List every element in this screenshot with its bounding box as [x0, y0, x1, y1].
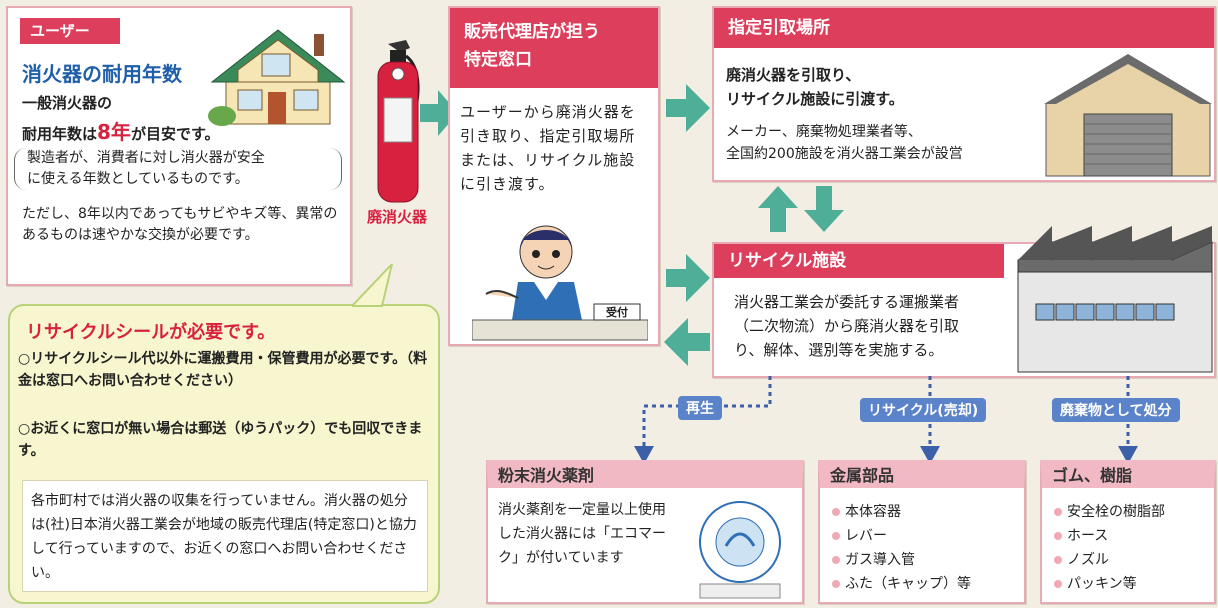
user-line2-c: が目安です。 [130, 125, 220, 143]
reuse-flow-line [634, 376, 772, 464]
reception-sign: 受付 [606, 306, 628, 319]
factory-illustration [1017, 226, 1213, 373]
designated-bold1: 廃消火器を引取り、 [726, 66, 861, 84]
designated-text1: メーカー、廃棄物処理業者等、 [726, 124, 922, 140]
clerk-illustration [472, 225, 648, 341]
seal-notice: リサイクルシールが必要です。 ○リサイクルシール代以外に運搬費用・保管費用が必要… [8, 304, 440, 604]
recycle-text3: り、解体、選別等を実施する。 [734, 341, 944, 359]
recycle-title: リサイクル施設 [714, 244, 1004, 278]
designated-title: 指定引取場所 [714, 8, 1214, 48]
recycle-text1: 消火器工業会が委託する運搬業者 [734, 293, 960, 311]
user-line2-a: 耐用年数は [22, 125, 98, 143]
user-paren-line2: に使える年数としているものです。 [27, 171, 249, 187]
seal-item2: ○お近くに窓口が無い場合は郵送（ゆうパック）でも回収できます。 [18, 421, 423, 459]
rubber-item: ノズル [1054, 550, 1109, 571]
user-label: ユーザー [20, 18, 120, 44]
recycle-text2: （二次物流）から廃消火器を引取 [734, 317, 960, 335]
user-paren-line1: 製造者が、消費者に対し消火器が安全 [27, 150, 265, 166]
warehouse-illustration [1044, 54, 1212, 177]
recycle-sale-label: リサイクル(売却) [860, 398, 987, 422]
powder-title: 粉末消火薬剤 [498, 466, 595, 485]
rubber-item: ホース [1054, 526, 1108, 547]
arrow-right-icon [420, 90, 458, 136]
dealer-title-line2: 特定窓口 [464, 50, 532, 70]
eco-mark-icon [699, 501, 781, 599]
designated-bold2: リサイクル施設に引渡す。 [726, 90, 904, 108]
powder-text: 消火薬剤を一定量以上使用した消火器には「エコマーク」が付いています [498, 502, 666, 566]
user-paren-note: 製造者が、消費者に対し消火器が安全 に使える年数としているものです。 [14, 148, 342, 190]
dealer-text: ユーザーから廃消火器を引き取り、指定引取場所または、リサイクル施設に引き渡す。 [460, 103, 636, 193]
user-line1: 一般消火器の [22, 94, 113, 112]
rubber-title: ゴム、樹脂 [1052, 466, 1133, 485]
fire-extinguisher-icon [377, 40, 420, 203]
arrow-down-icon [804, 186, 844, 232]
designated-text2: 全国約200施設を消火器工業会が設営 [726, 146, 963, 162]
municipal-note: 各市町村では消火器の収集を行っていません。消火器の処分は(社)日本消火器工業会が… [22, 480, 428, 592]
metal-title: 金属部品 [830, 466, 895, 485]
arrow-up-icon [758, 186, 798, 232]
user-title: 消火器の耐用年数 [22, 62, 182, 86]
metal-item: レバー [832, 526, 887, 547]
waste-label: 廃棄物として処分 [1052, 398, 1180, 422]
arrow-back-to-dealer-icon [664, 318, 710, 366]
user-panel: ユーザー 消火器の耐用年数 一般消火器の 耐用年数は8年が目安です。 製造者が、… [6, 6, 352, 286]
speech-tail [352, 264, 394, 307]
waste-extinguisher-label: 廃消火器 [366, 208, 427, 226]
dealer-title: 販売代理店が担う 特定窓口 [450, 8, 658, 88]
rubber-item: パッキン等 [1054, 574, 1137, 595]
metal-item: 本体容器 [832, 502, 901, 523]
metal-item: ふた（キャップ）等 [832, 574, 971, 595]
house-illustration [208, 29, 346, 126]
seal-title: リサイクルシールが必要です。 [26, 322, 276, 343]
arrow-to-recycle-icon [666, 254, 710, 302]
seal-item1: ○リサイクルシール代以外に運搬費用・保管費用が必要です。（料金は窓口へお問い合わ… [18, 351, 428, 389]
reuse-label: 再生 [678, 396, 722, 420]
arrow-to-designated-icon [666, 84, 710, 132]
metal-panel: 金属部品 本体容器 レバー ガス導入管 ふた（キャップ）等 [818, 460, 1026, 604]
powder-panel: 粉末消火薬剤 消火薬剤を一定量以上使用した消火器には「エコマーク」が付いています [486, 460, 804, 604]
rubber-panel: ゴム、樹脂 安全栓の樹脂部 ホース ノズル パッキン等 [1040, 460, 1216, 604]
designated-panel: 指定引取場所 廃消火器を引取り、 リサイクル施設に引渡す。 メーカー、廃棄物処理… [712, 6, 1216, 182]
user-note: ただし、8年以内であってもサビやキズ等、異常のあるものは速やかな交換が必要です。 [22, 206, 338, 243]
dealer-title-line1: 販売代理店が担う [464, 22, 600, 42]
metal-item: ガス導入管 [832, 550, 915, 571]
rubber-item: 安全栓の樹脂部 [1054, 502, 1165, 523]
user-line2: 耐用年数は8年が目安です。 [22, 116, 219, 145]
dealer-panel: 販売代理店が担う 特定窓口 ユーザーから廃消火器を引き取り、指定引取場所または、… [448, 6, 660, 346]
user-years: 8年 [97, 120, 131, 144]
